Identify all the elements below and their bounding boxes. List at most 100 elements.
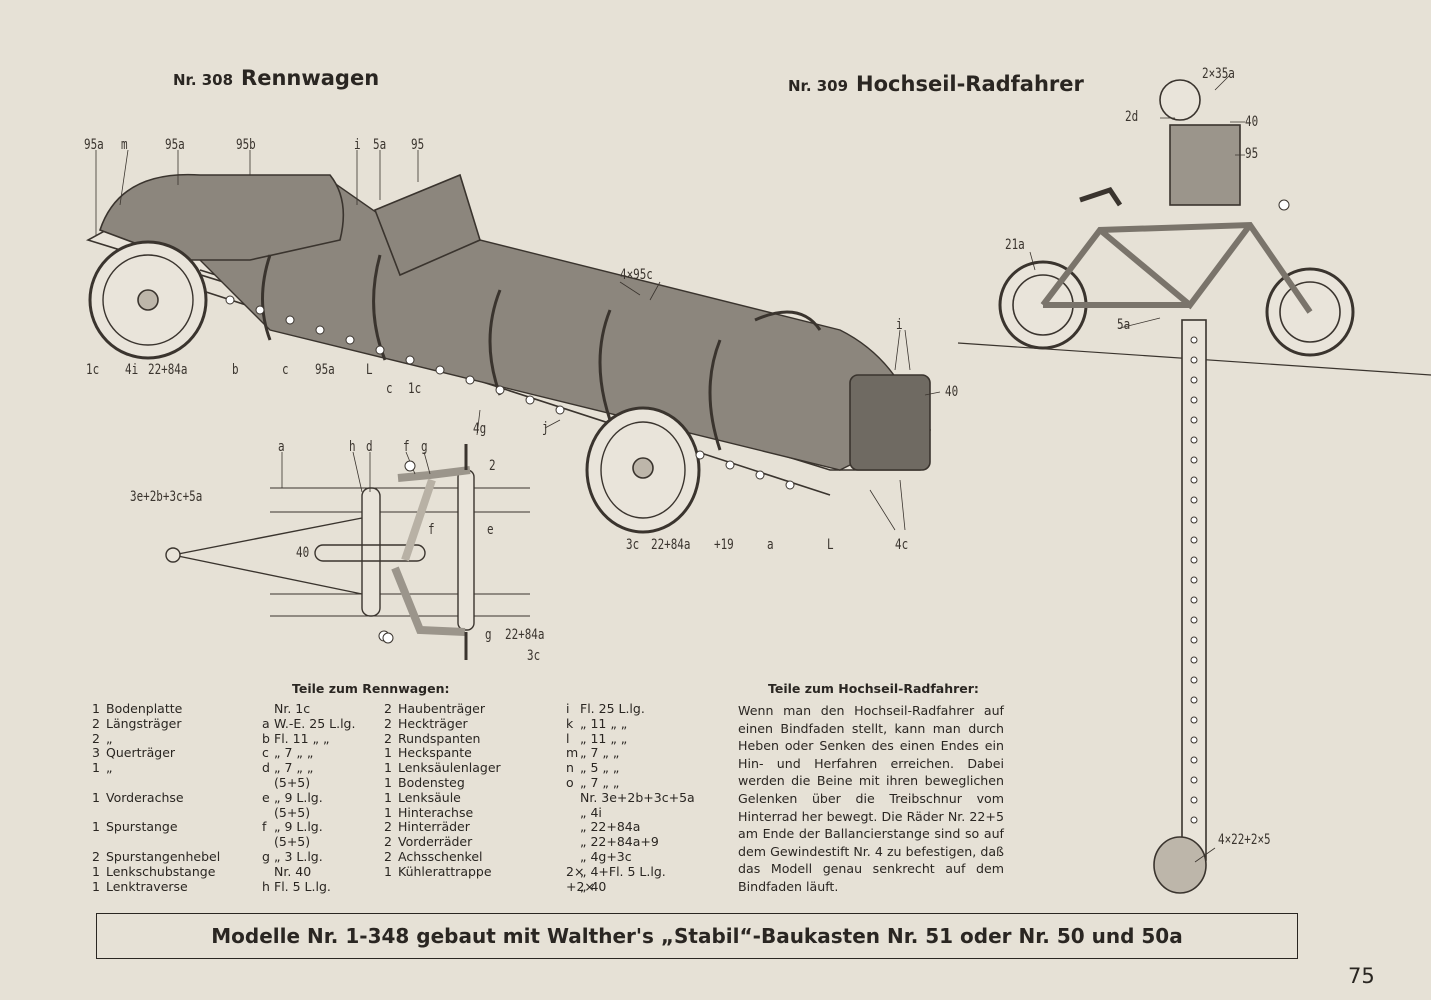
part-name: Rundspanten — [398, 730, 481, 746]
car-part-label: L — [827, 537, 834, 553]
part-qty: 1 — [92, 819, 100, 835]
part-code: a — [262, 715, 270, 731]
part-qty: 2 — [384, 701, 392, 716]
model-309-number: Nr. 309 — [788, 77, 849, 95]
part-spec: „ 5 „ „ — [580, 760, 620, 776]
model-309-name: Hochseil-Radfahrer — [856, 72, 1084, 96]
part-name: Lenksäule — [398, 789, 461, 805]
part-qty: 2 — [92, 715, 100, 731]
part-name: Heckträger — [398, 715, 468, 731]
model-308-number: Nr. 308 — [173, 71, 234, 89]
car-part-label: 40 — [945, 384, 959, 400]
car-part-label: 5a — [373, 137, 387, 153]
part-spec: (5+5) — [274, 774, 311, 790]
part-qty: 2 — [384, 715, 392, 731]
steering-part-label: g — [485, 627, 492, 643]
part-name: Kühlerattrappe — [398, 863, 492, 879]
part-code: h — [262, 878, 270, 894]
part-spec: (5+5) — [274, 804, 311, 820]
part-spec: „ 22+84a+9 — [580, 834, 659, 850]
steering-part-label: d — [366, 439, 373, 455]
part-qty: 1 — [92, 701, 100, 716]
part-name: Achsschenkel — [398, 848, 483, 864]
car-part-label: 4×95c — [620, 267, 653, 283]
part-qty: 2 — [92, 730, 100, 746]
part-spec: „ 9 L.lg. — [274, 819, 323, 835]
cyclist-part-label: 40 — [1245, 114, 1259, 130]
car-part-label: 95a — [315, 362, 335, 378]
part-spec: Fl. 5 L.lg. — [274, 878, 331, 894]
car-part-label: 4i — [125, 362, 139, 378]
part-spec: „ 3 L.lg. — [274, 848, 323, 864]
steering-part-label: a — [278, 439, 285, 455]
part-spec: „ 7 „ „ — [274, 760, 314, 776]
cyclist-part-label: 4×22+2×5 — [1218, 832, 1271, 848]
part-qty: 1 — [384, 789, 392, 805]
part-code: e — [262, 789, 270, 805]
part-spec: Fl. 25 L.lg. — [580, 701, 645, 716]
car-part-label: b — [232, 362, 239, 378]
part-qty: 1 — [92, 878, 100, 894]
part-spec: „ 4+Fl. 5 L.lg. — [580, 863, 666, 879]
part-qty: 1 — [384, 760, 392, 776]
part-code: f — [262, 819, 267, 835]
steering-part-label: e — [487, 522, 494, 538]
part-spec: „ 7 „ „ — [274, 745, 314, 761]
part-qty: 1 — [92, 863, 100, 879]
car-part-label: +19 — [714, 537, 734, 553]
part-spec: Nr. 3e+2b+3c+5a — [580, 789, 695, 805]
part-name: Bodensteg — [398, 774, 465, 790]
part-spec: „ 7 „ „ — [580, 774, 620, 790]
part-spec: Nr. 40 — [274, 863, 312, 879]
car-part-label: 95b — [236, 137, 256, 153]
part-spec: Nr. 1c — [274, 701, 311, 716]
part-qty: 1 — [384, 804, 392, 820]
car-part-label: L — [366, 362, 373, 378]
car-part-label: 95 — [411, 137, 425, 153]
steering-part-label: g — [421, 439, 428, 455]
part-spec: (5+5) — [274, 834, 311, 850]
part-name: Bodenplatte — [106, 701, 183, 716]
car-part-label: j — [542, 420, 549, 436]
part-spec: W.-E. 25 L.lg. — [274, 715, 356, 731]
part-qty: 2 — [384, 848, 392, 864]
part-spec: „ 22+84a — [580, 819, 641, 835]
car-part-label: i — [896, 317, 903, 333]
part-name: Spurstange — [106, 819, 178, 835]
car-part-label: c — [386, 381, 393, 397]
part-code: m — [566, 745, 579, 761]
part-code: g — [262, 848, 270, 864]
part-spec: „ 9 L.lg. — [274, 789, 323, 805]
car-part-label: 4g — [473, 421, 487, 437]
part-name: Heckspante — [398, 745, 472, 761]
bike-description: Wenn man den Hochseil-Radfahrer auf eine… — [738, 703, 1004, 894]
part-name: Hinterräder — [398, 819, 470, 835]
part-spec: „ 7 „ „ — [580, 745, 620, 761]
car-part-label: c — [282, 362, 289, 378]
part-name: Haubenträger — [398, 701, 485, 716]
part-name: Querträger — [106, 745, 176, 761]
part-code: l — [566, 730, 570, 746]
steering-part-label: 3e+2b+3c+5a — [130, 489, 203, 505]
part-code: c — [262, 745, 269, 761]
car-part-label: i — [354, 137, 361, 153]
page-number: 75 — [1348, 964, 1375, 988]
car-part-label: 1c — [408, 381, 422, 397]
cyclist-part-label: 5a — [1117, 317, 1131, 333]
part-code: b — [262, 730, 270, 746]
part-code: i — [566, 701, 570, 716]
steering-part-label: h — [349, 439, 356, 455]
car-part-label: 22+84a — [148, 362, 188, 378]
car-part-label: 4c — [895, 537, 909, 553]
car-part-label: 95a — [84, 137, 104, 153]
part-code: +2× — [566, 878, 595, 894]
car-part-label: 3c — [626, 537, 640, 553]
part-code: 2× — [566, 863, 585, 879]
steering-part-label: 22+84a — [505, 627, 545, 643]
car-part-label: 95a — [165, 137, 185, 153]
part-name: Lenksäulenlager — [398, 760, 501, 776]
cyclist-part-label: 21a — [1005, 237, 1025, 253]
